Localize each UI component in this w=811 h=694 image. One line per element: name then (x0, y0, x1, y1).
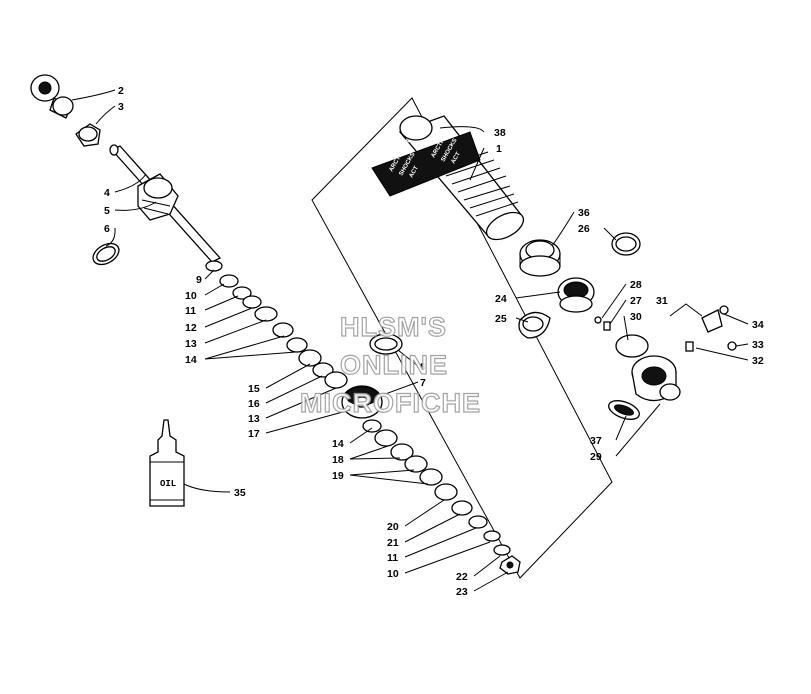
callout-21: 21 (387, 537, 399, 549)
callout-10-lower: 10 (387, 568, 399, 580)
watermark-line-2: ONLINE (340, 350, 448, 380)
oil-bottle-label: OIL (160, 479, 176, 489)
callout-17: 17 (248, 428, 260, 440)
seal-37 (608, 400, 640, 420)
callout-20: 20 (387, 521, 399, 533)
decal-text-3: ACT (409, 165, 421, 179)
bump-stop (75, 123, 101, 147)
rod-nut (499, 555, 521, 575)
callout-11-lower: 11 (387, 552, 398, 564)
callout-38: 38 (494, 127, 506, 139)
callout-19: 19 (332, 470, 344, 482)
watermark-line-3: MICROFICHE (300, 388, 481, 418)
callout-6: 6 (104, 223, 110, 235)
callout-32: 32 (752, 355, 764, 367)
seal-head-assembly (137, 173, 179, 221)
callout-12: 12 (185, 322, 197, 334)
callout-30: 30 (630, 311, 642, 323)
callout-33: 33 (752, 339, 764, 351)
reservoir-end-cap (631, 355, 681, 402)
callout-23: 23 (456, 586, 468, 598)
callout-2: 2 (118, 85, 124, 97)
callout-7: 7 (420, 377, 426, 389)
callout-3: 3 (118, 101, 124, 113)
piston-band (369, 333, 403, 355)
callout-34: 34 (752, 319, 764, 331)
callout-14-upper: 14 (185, 354, 197, 366)
watermark: HLSM'S ONLINE MICROFICHE (299, 311, 481, 418)
callout-28: 28 (630, 279, 642, 291)
callout-26: 26 (578, 223, 590, 235)
o-ring-6 (92, 242, 120, 266)
leader-lines (71, 89, 749, 592)
callout-4: 4 (104, 187, 110, 199)
callout-16: 16 (248, 398, 260, 410)
callout-22: 22 (456, 571, 468, 583)
callout-18: 18 (332, 454, 344, 466)
oil-bottle: OIL (149, 419, 185, 507)
callout-10-upper: 10 (185, 290, 197, 302)
callout-15: 15 (248, 383, 260, 395)
callout-27: 27 (630, 295, 642, 307)
o-ring-26 (611, 232, 641, 256)
assembly-group-frame (311, 97, 613, 579)
bearing-cap (557, 277, 595, 313)
callout-1: 1 (496, 143, 502, 155)
callout-5: 5 (104, 205, 110, 217)
callout-13-lower: 13 (248, 413, 260, 425)
valve-assembly (669, 303, 737, 352)
watermark-line-1: HLSM'S (340, 312, 447, 342)
callout-25: 25 (495, 313, 507, 325)
callout-29: 29 (590, 451, 602, 463)
callout-14-lower: 14 (332, 438, 344, 450)
piston (341, 385, 383, 419)
callout-8: 8 (420, 361, 426, 373)
callout-37: 37 (590, 435, 602, 447)
small-ball (594, 316, 602, 324)
callout-24: 24 (495, 293, 507, 305)
o-ring-30 (615, 334, 649, 358)
retaining-clip (518, 311, 551, 339)
shim-stack (205, 260, 348, 389)
callout-35: 35 (234, 487, 246, 499)
callout-11-upper: 11 (185, 305, 196, 317)
callout-labels: 2 3 4 5 6 9 10 11 12 13 14 15 16 13 17 8… (104, 85, 764, 598)
small-screw (603, 321, 611, 331)
callout-13-upper: 13 (185, 338, 197, 350)
decal-text-6: ACT (451, 151, 463, 165)
callout-31: 31 (656, 295, 668, 307)
callout-9: 9 (196, 274, 202, 286)
top-eye-bushing (30, 74, 74, 119)
spring-collar (519, 239, 561, 277)
callout-36: 36 (578, 207, 590, 219)
lower-shim-stack (362, 419, 511, 556)
